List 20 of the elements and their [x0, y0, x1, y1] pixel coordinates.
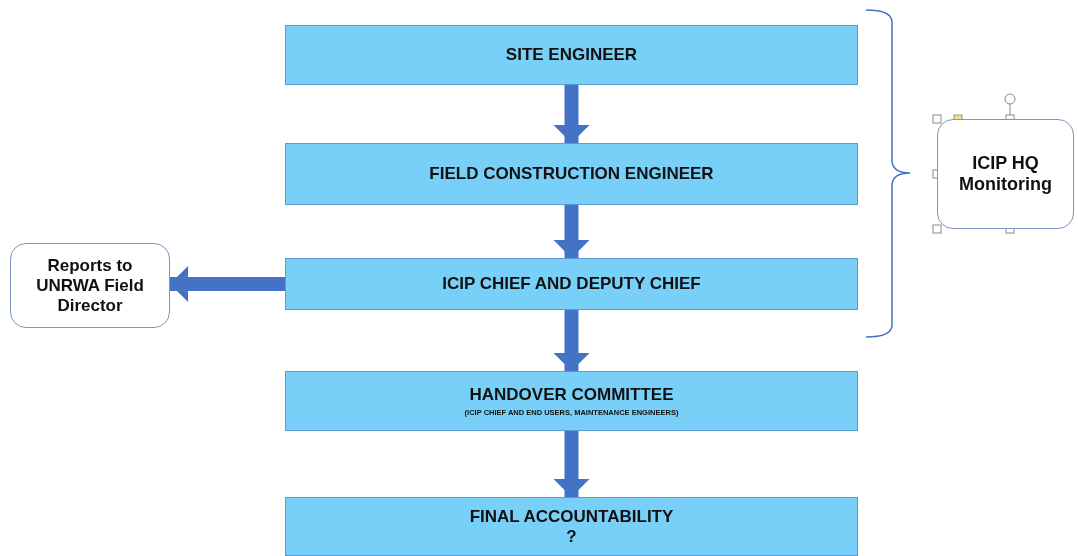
- process-box: [285, 143, 858, 205]
- box-label: FINAL ACCOUNTABILITY: [469, 506, 674, 527]
- block-arrow: [553, 310, 590, 371]
- box-label: Reports to UNRWA Field Director: [35, 255, 145, 316]
- block-arrow: [553, 205, 590, 258]
- process-box: [285, 371, 858, 431]
- box-label: ICIP CHIEF AND DEPUTY CHIEF: [442, 274, 701, 294]
- box-label: SITE ENGINEER: [505, 45, 638, 65]
- box-label: HANDOVER COMMITTEE: [469, 385, 674, 405]
- rounded-box: [937, 119, 1074, 229]
- process-box: [285, 258, 858, 310]
- box-sublabel: ?: [566, 526, 577, 547]
- box-label: FIELD CONSTRUCTION ENGINEER: [429, 164, 714, 184]
- block-arrow: [553, 431, 590, 497]
- process-box: [285, 25, 858, 85]
- block-arrow: [170, 266, 285, 302]
- block-arrow: [553, 85, 590, 143]
- box-label: ICIP HQ Monitoring: [958, 153, 1053, 195]
- rounded-box: [10, 243, 170, 328]
- process-box: [285, 497, 858, 556]
